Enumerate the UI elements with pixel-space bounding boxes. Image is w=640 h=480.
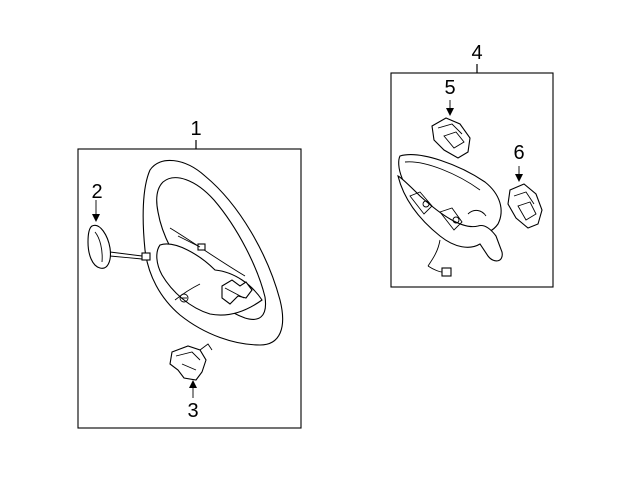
horn-cover-icon <box>87 200 151 269</box>
callout-1: 1 <box>190 118 202 140</box>
frame-airbag <box>390 72 554 288</box>
steering-wheel-icon <box>142 159 284 346</box>
steering-switch-icon <box>507 166 543 229</box>
callout-5: 5 <box>444 77 456 99</box>
callout-6: 6 <box>513 142 525 164</box>
callout-3: 3 <box>187 400 199 422</box>
frame-steering-wheel <box>77 148 302 429</box>
callout-2: 2 <box>91 181 103 203</box>
steering-switch-icon <box>431 100 471 159</box>
callout-4: 4 <box>471 42 483 64</box>
airbag-module-icon <box>397 154 503 277</box>
steering-switch-icon <box>169 343 213 398</box>
